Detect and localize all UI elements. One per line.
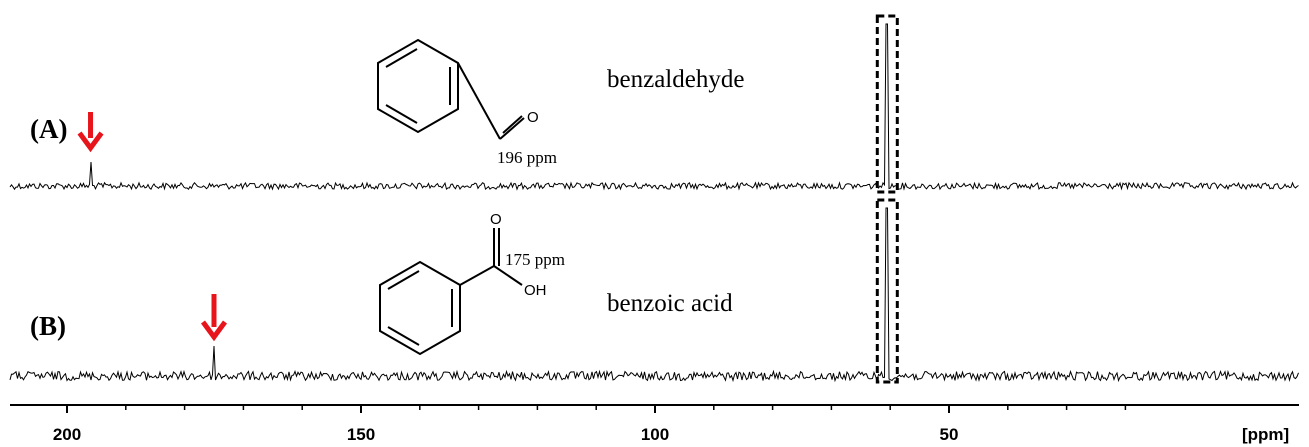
benzoic-acid-structure: [379, 228, 523, 356]
x-tick-label-100: 100: [641, 425, 669, 444]
carbonyl-bond-a: [499, 117, 525, 140]
x-tick-label-150: 150: [347, 425, 375, 444]
ring-b-double-bond-1: [387, 270, 420, 290]
x-tick-label-200: 200: [53, 425, 81, 444]
aldehyde-bond: [457, 62, 501, 140]
panel-label-b: (B): [30, 311, 66, 341]
aldehyde-oxygen-label: O: [527, 109, 539, 126]
x-axis-unit: [ppm]: [1242, 425, 1289, 444]
spectra-traces: [9, 23, 1299, 383]
carbonyl-bond-a-second: [502, 115, 523, 134]
highlight-box-b: [875, 198, 899, 384]
benzene-ring-a: [377, 38, 459, 134]
hydroxyl-label: OH: [524, 282, 547, 299]
x-axis-ticks: 200 150 100 50: [53, 405, 1127, 444]
hydroxyl-bond: [493, 265, 523, 286]
red-arrow-b-icon: [200, 294, 228, 342]
compound-name-a: benzaldehyde: [607, 66, 744, 93]
red-arrow-a-icon: [77, 112, 104, 153]
carbonyl-arrows: [77, 112, 228, 342]
benzaldehyde-structure: [377, 38, 525, 140]
shift-label-a: 196 ppm: [497, 148, 557, 167]
compound-name-b: benzoic acid: [607, 290, 733, 317]
carboxyl-oxygen-label: O: [490, 211, 502, 228]
spectrum-trace-b: [9, 207, 1299, 383]
panel-label-a: (A): [30, 114, 67, 144]
carboxyl-bond: [459, 265, 495, 286]
spectrum-trace-a: [9, 23, 1299, 191]
ring-a-double-bond-3: [385, 104, 418, 124]
highlight-box-a: [875, 14, 899, 194]
x-tick-label-50: 50: [940, 425, 959, 444]
ring-b-double-bond-3: [387, 326, 420, 346]
benzene-ring-b: [379, 260, 461, 356]
highlight-boxes: [875, 14, 899, 384]
shift-label-b: 175 ppm: [505, 250, 565, 269]
ring-a-double-bond-1: [385, 48, 418, 68]
